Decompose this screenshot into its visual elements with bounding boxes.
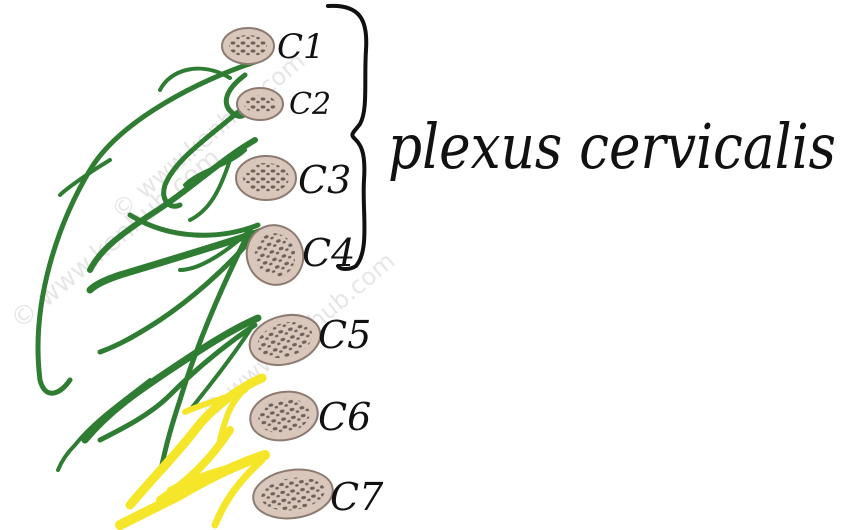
- vertebra-c2: [237, 88, 283, 120]
- vertebra-c1: [222, 28, 274, 64]
- brachial-plexus-nerves: [120, 378, 265, 525]
- label-c6: C6: [318, 395, 371, 439]
- vertebra-c6: [246, 386, 321, 445]
- label-c1: C1: [277, 27, 325, 67]
- nerve-outer-branch-left: [60, 160, 110, 195]
- vertebra-c3: [236, 156, 296, 200]
- label-c2: C2: [289, 87, 331, 122]
- curly-brace: [328, 6, 366, 269]
- label-c3: C3: [298, 158, 351, 202]
- vertebra-c7: [250, 465, 336, 524]
- label-c5: C5: [318, 313, 371, 357]
- label-c7: C7: [330, 475, 384, 519]
- plexus-cervicalis-title: plexus cervicalis: [388, 110, 836, 183]
